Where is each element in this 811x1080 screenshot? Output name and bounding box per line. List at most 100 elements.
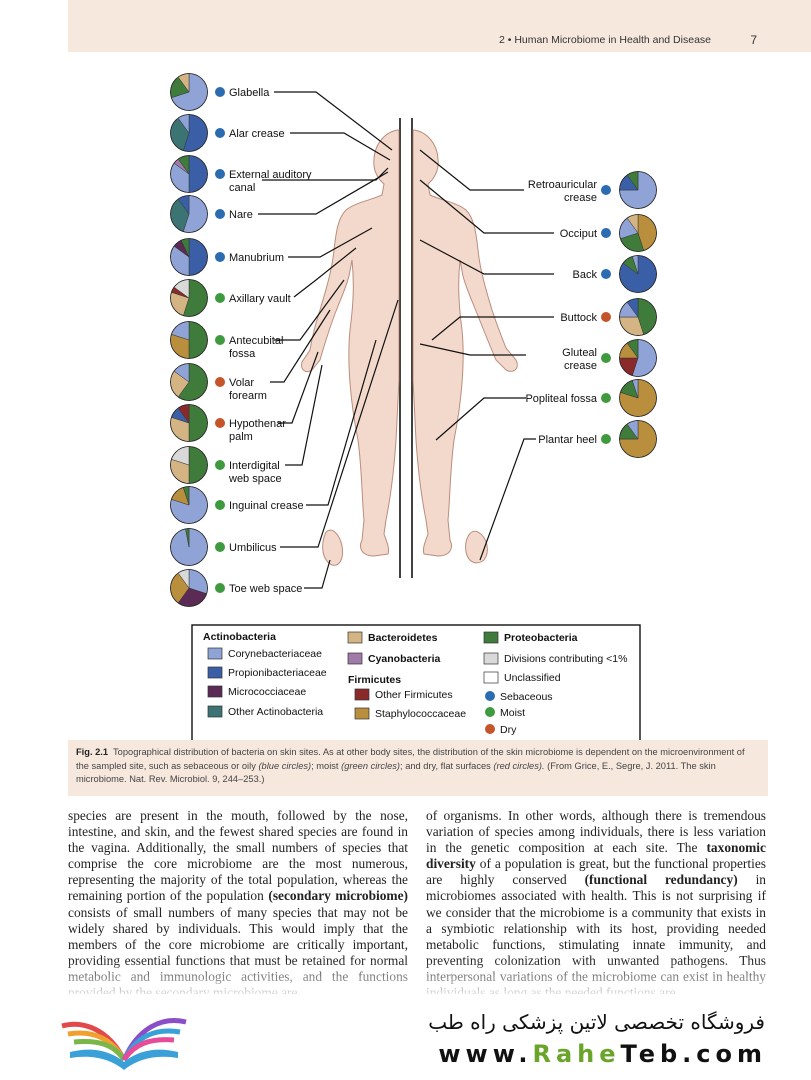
legend-label-dry: Dry <box>500 724 517 736</box>
pie-toe-web-space <box>170 569 208 607</box>
legend-label-uncl: Unclassified <box>504 672 561 684</box>
pie-occiput <box>619 214 657 252</box>
page-fade <box>0 960 811 994</box>
right-bold-term-1: taxonomic diversity <box>426 840 766 872</box>
site-type-dot-external-auditory-canal <box>215 169 225 179</box>
site-type-dot-axillary-vault <box>215 293 225 303</box>
legend-label-prop: Propionibacteriaceae <box>228 667 327 679</box>
legend-heading-group_firm: Firmicutes <box>348 674 401 686</box>
legend-swatch-div <box>483 652 499 665</box>
site-label-interdigital-web-space: Interdigital <box>229 460 280 472</box>
pie-antecubital-fossa <box>170 321 208 359</box>
site-label-antecubital-fossa: Antecubital <box>229 335 283 347</box>
site-label-popliteal-fossa: Popliteal fossa <box>525 393 597 405</box>
pie-hypothenar-palm-slice-proteo <box>188 404 208 442</box>
site-label-glabella: Glabella <box>229 87 270 99</box>
foot-left <box>322 529 343 566</box>
pie-interdigital-web-space <box>170 446 208 484</box>
legend-label-otheract: Other Actinobacteria <box>228 706 323 718</box>
site-label-umbilicus: Umbilicus <box>229 542 277 554</box>
site-label-plantar-heel: Plantar heel <box>538 434 597 446</box>
page-number: 7 <box>750 33 757 47</box>
site-label-retroauricular-crease: Retroauricular <box>528 179 597 191</box>
legend-label-div: Divisions contributing <1% <box>504 653 627 665</box>
site-label-axillary-vault: Axillary vault <box>229 293 291 305</box>
legend: ActinobacteriaCorynebacteriaceaePropioni… <box>203 631 627 736</box>
legend-dot-moist <box>485 707 495 717</box>
site-type-dot-occiput <box>601 228 611 238</box>
site-label-gluteal-crease: crease <box>564 360 597 372</box>
caption-green: (green circles) <box>341 760 401 771</box>
site-type-dot-glabella <box>215 87 225 97</box>
site-label-antecubital-fossa: fossa <box>229 348 256 360</box>
site-type-dot-inguinal-crease <box>215 500 225 510</box>
right-text-1: of organisms. In other words, although t… <box>426 808 766 856</box>
caption-red: (red circles). <box>493 760 545 771</box>
store-url[interactable]: www.RaheTeb.com <box>438 1040 767 1068</box>
body-back <box>412 129 518 557</box>
legend-label-sebaceous: Sebaceous <box>500 691 553 703</box>
url-part-b: Rahe <box>532 1040 621 1068</box>
site-label-back: Back <box>573 269 598 281</box>
pie-glabella <box>170 73 208 111</box>
store-name: فروشگاه تخصصی لاتین پزشکی راه طب <box>428 1010 765 1034</box>
site-label-external-auditory-canal: canal <box>229 182 255 194</box>
legend-dot-dry <box>485 724 495 734</box>
site-label-hypothenar-palm: Hypothenar <box>229 418 286 430</box>
url-part-c: Teb <box>620 1040 683 1068</box>
site-label-manubrium: Manubrium <box>229 252 284 264</box>
pie-antecubital-fossa-slice-proteo <box>188 321 208 359</box>
site-label-buttock: Buttock <box>560 312 597 324</box>
legend-label-proteo: Proteobacteria <box>504 632 578 644</box>
pie-hypothenar-palm <box>170 404 208 442</box>
site-type-dot-nare <box>215 209 225 219</box>
site-type-dot-interdigital-web-space <box>215 460 225 470</box>
pie-nare <box>170 195 208 233</box>
site-type-dot-hypothenar-palm <box>215 418 225 428</box>
site-label-alar-crease: Alar crease <box>229 128 285 140</box>
site-label-toe-web-space: Toe web space <box>229 583 302 595</box>
legend-label-otherfirm: Other Firmicutes <box>375 689 453 701</box>
caption-mid2: ; and dry, flat surfaces <box>400 760 491 771</box>
legend-box <box>191 624 641 740</box>
pie-external-auditory-canal <box>170 155 208 193</box>
caption-text: Topographical distribution of bacteria o… <box>76 747 745 771</box>
legend-swatch-bact <box>347 631 363 644</box>
left-text-1: species are present in the mouth, follow… <box>68 808 408 904</box>
legend-label-micro: Micrococciaceae <box>228 686 306 698</box>
site-type-dot-volar-forearm <box>215 377 225 387</box>
url-part-a: www. <box>438 1040 533 1068</box>
legend-label-cyano: Cyanobacteria <box>368 653 441 665</box>
pie-manubrium <box>170 238 208 276</box>
pie-popliteal-fossa <box>619 379 657 417</box>
legend-swatch-otheract <box>207 705 223 718</box>
site-label-retroauricular-crease: crease <box>564 192 597 204</box>
site-type-dot-toe-web-space <box>215 583 225 593</box>
pie-buttock <box>619 298 657 336</box>
pie-axillary-vault <box>170 279 208 317</box>
legend-swatch-staph <box>354 707 370 720</box>
book-logo <box>61 1018 187 1070</box>
pie-plantar-heel <box>619 420 657 458</box>
pie-interdigital-web-space-slice-proteo <box>188 446 208 484</box>
pie-retroauricular-crease <box>619 171 657 209</box>
url-part-d: .com <box>682 1040 767 1068</box>
legend-label-staph: Staphylococcaceae <box>375 708 466 720</box>
pie-external-auditory-canal-slice-prop <box>188 155 208 193</box>
running-header: 2 • Human Microbiome in Health and Disea… <box>68 0 811 52</box>
body-front <box>301 129 400 557</box>
legend-swatch-uncl <box>483 671 499 684</box>
legend-swatch-prop <box>207 666 223 679</box>
leader-lines <box>258 91 554 589</box>
site-label-inguinal-crease: Inguinal crease <box>229 500 304 512</box>
running-head: 2 • Human Microbiome in Health and Disea… <box>498 34 711 46</box>
site-type-dot-alar-crease <box>215 128 225 138</box>
pie-alar-crease <box>170 114 208 152</box>
legend-heading-group_actino: Actinobacteria <box>203 631 276 643</box>
caption-source: (From Grice, E., Segre, J. 2011. The ski… <box>76 760 716 785</box>
site-type-dot-popliteal-fossa <box>601 393 611 403</box>
site-type-dot-plantar-heel <box>601 434 611 444</box>
pie-manubrium-slice-prop <box>188 238 208 276</box>
site-type-dot-gluteal-crease <box>601 353 611 363</box>
